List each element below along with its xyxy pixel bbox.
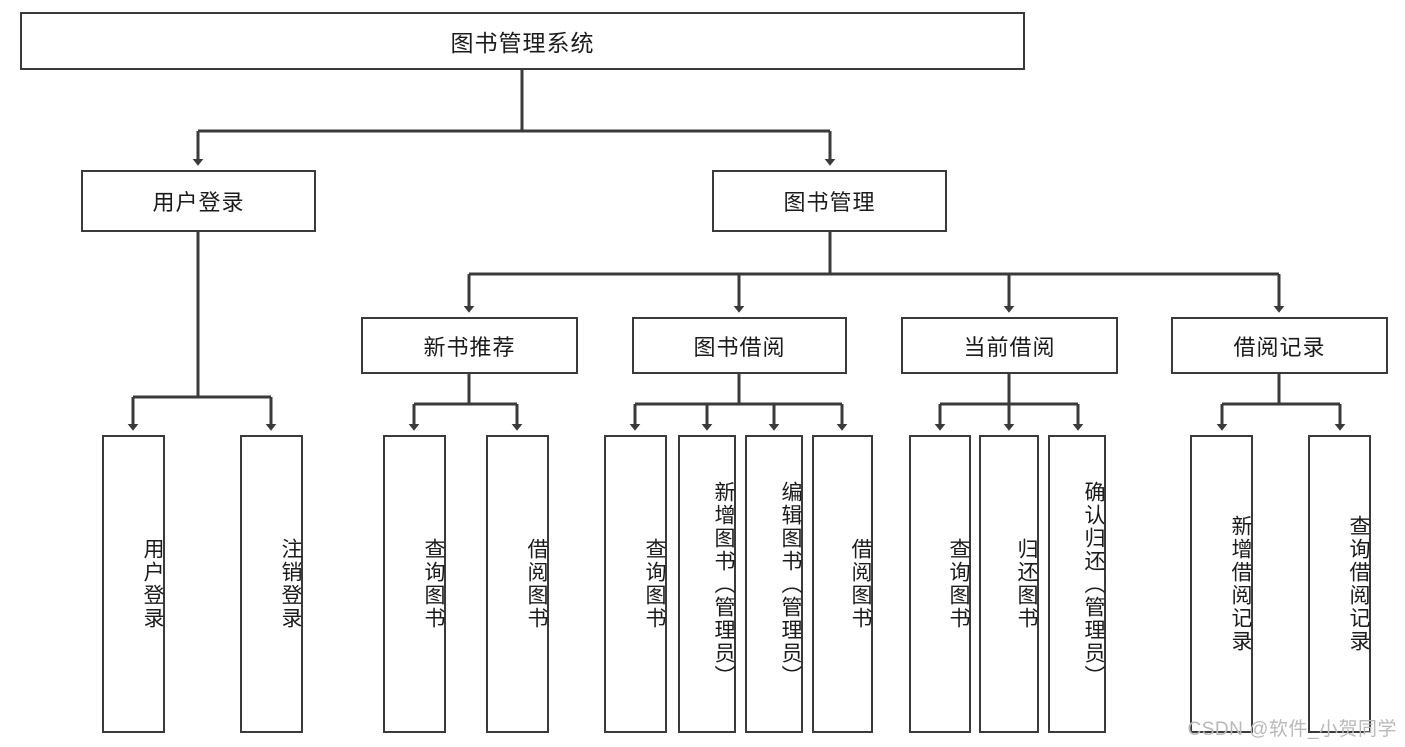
node-borrow-record[interactable]: 借阅记录 — [1171, 317, 1388, 374]
leaf-current-borrow-return[interactable]: 归还图书 — [979, 435, 1039, 733]
node-current-borrow[interactable]: 当前借阅 — [901, 317, 1118, 374]
node-label: 查询图书 — [422, 538, 445, 630]
leaf-current-borrow-confirm-return[interactable]: 确认归还（管理员） — [1048, 435, 1106, 733]
node-label: 编辑图书（管理员） — [779, 480, 802, 688]
node-label: 用户登录 — [152, 190, 245, 215]
node-label: 借阅记录 — [1233, 334, 1326, 360]
node-label: 注销登录 — [279, 538, 302, 630]
node-user-login[interactable]: 用户登录 — [81, 170, 316, 232]
leaf-book-borrow-query[interactable]: 查询图书 — [604, 435, 667, 733]
node-new-book-recommend[interactable]: 新书推荐 — [361, 317, 578, 374]
leaf-current-borrow-query[interactable]: 查询图书 — [909, 435, 971, 733]
node-label: 图书借阅 — [693, 334, 786, 360]
node-label: 查询借阅记录 — [1347, 515, 1370, 653]
node-book-management[interactable]: 图书管理 — [712, 170, 947, 232]
leaf-book-borrow-borrow[interactable]: 借阅图书 — [812, 435, 873, 733]
node-label: 用户登录 — [141, 538, 164, 630]
node-label: 新书推荐 — [423, 334, 516, 360]
node-label: 借阅图书 — [849, 538, 872, 630]
leaf-user-login-logout[interactable]: 注销登录 — [240, 435, 303, 733]
node-label: 图书管理系统 — [450, 30, 595, 56]
leaf-new-book-borrow[interactable]: 借阅图书 — [486, 435, 549, 733]
node-label: 图书管理 — [783, 190, 876, 215]
node-label: 归还图书 — [1015, 538, 1038, 630]
leaf-borrow-record-query[interactable]: 查询借阅记录 — [1308, 435, 1371, 733]
leaf-borrow-record-add[interactable]: 新增借阅记录 — [1190, 435, 1253, 733]
node-label: 当前借阅 — [963, 334, 1056, 360]
node-label: 查询图书 — [947, 538, 970, 630]
leaf-book-borrow-add[interactable]: 新增图书（管理员） — [678, 435, 736, 733]
leaf-user-login-login[interactable]: 用户登录 — [102, 435, 165, 733]
node-label: 借阅图书 — [525, 538, 548, 630]
node-book-borrow[interactable]: 图书借阅 — [632, 317, 847, 374]
node-label: 查询图书 — [643, 538, 666, 630]
leaf-book-borrow-edit[interactable]: 编辑图书（管理员） — [745, 435, 803, 733]
node-label: 确认归还（管理员） — [1082, 480, 1105, 688]
leaf-new-book-query[interactable]: 查询图书 — [383, 435, 446, 733]
node-label: 新增借阅记录 — [1229, 515, 1252, 653]
node-label: 新增图书（管理员） — [712, 480, 735, 688]
node-root-book-management-system[interactable]: 图书管理系统 — [20, 12, 1025, 70]
